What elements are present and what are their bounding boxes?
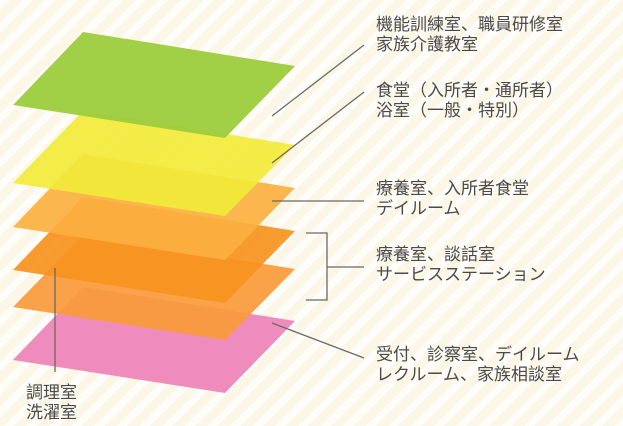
floor-6-label-line1: 機能訓練室、職員研修室 (376, 15, 563, 35)
floor-1-label-line2: レクルーム、家族相談室 (376, 365, 562, 385)
floor-4-label: 療養室、入所者食堂 デイルーム (376, 179, 529, 219)
floor-4-label-line1: 療養室、入所者食堂 (376, 179, 529, 199)
floor-5-label: 食堂（入所者・通所者） 浴室（一般・特別） (376, 81, 563, 121)
bracket-floors-2-3 (306, 232, 328, 301)
floors-2-3-label-line1: 療養室、談話室 (376, 245, 495, 265)
floor-6-label: 機能訓練室、職員研修室 家族介護教室 (376, 15, 563, 55)
floor-6-label-line2: 家族介護教室 (376, 35, 478, 55)
floor-1-label-line1: 受付、診察室、デイルーム (376, 345, 580, 365)
floors-2-3-label: 療養室、談話室 サービスステーション (376, 245, 546, 285)
floor-6-plate (13, 32, 295, 138)
floor-1-label: 受付、診察室、デイルーム レクルーム、家族相談室 (376, 345, 580, 385)
floor-5-label-line1: 食堂（入所者・通所者） (376, 81, 563, 101)
left-facilities-label: 調理室 洗濯室 (26, 383, 77, 423)
left-label-line2: 洗濯室 (26, 403, 77, 423)
leader-line-floor-5 (271, 91, 365, 164)
floor-4-label-line2: デイルーム (376, 199, 461, 219)
floor-5-label-line2: 浴室（一般・特別） (376, 101, 529, 121)
leader-line-floor-1 (271, 322, 365, 359)
floors-2-3-label-line2: サービスステーション (376, 265, 546, 285)
leader-line-floor-6 (271, 44, 365, 117)
left-label-line1: 調理室 (26, 383, 77, 403)
